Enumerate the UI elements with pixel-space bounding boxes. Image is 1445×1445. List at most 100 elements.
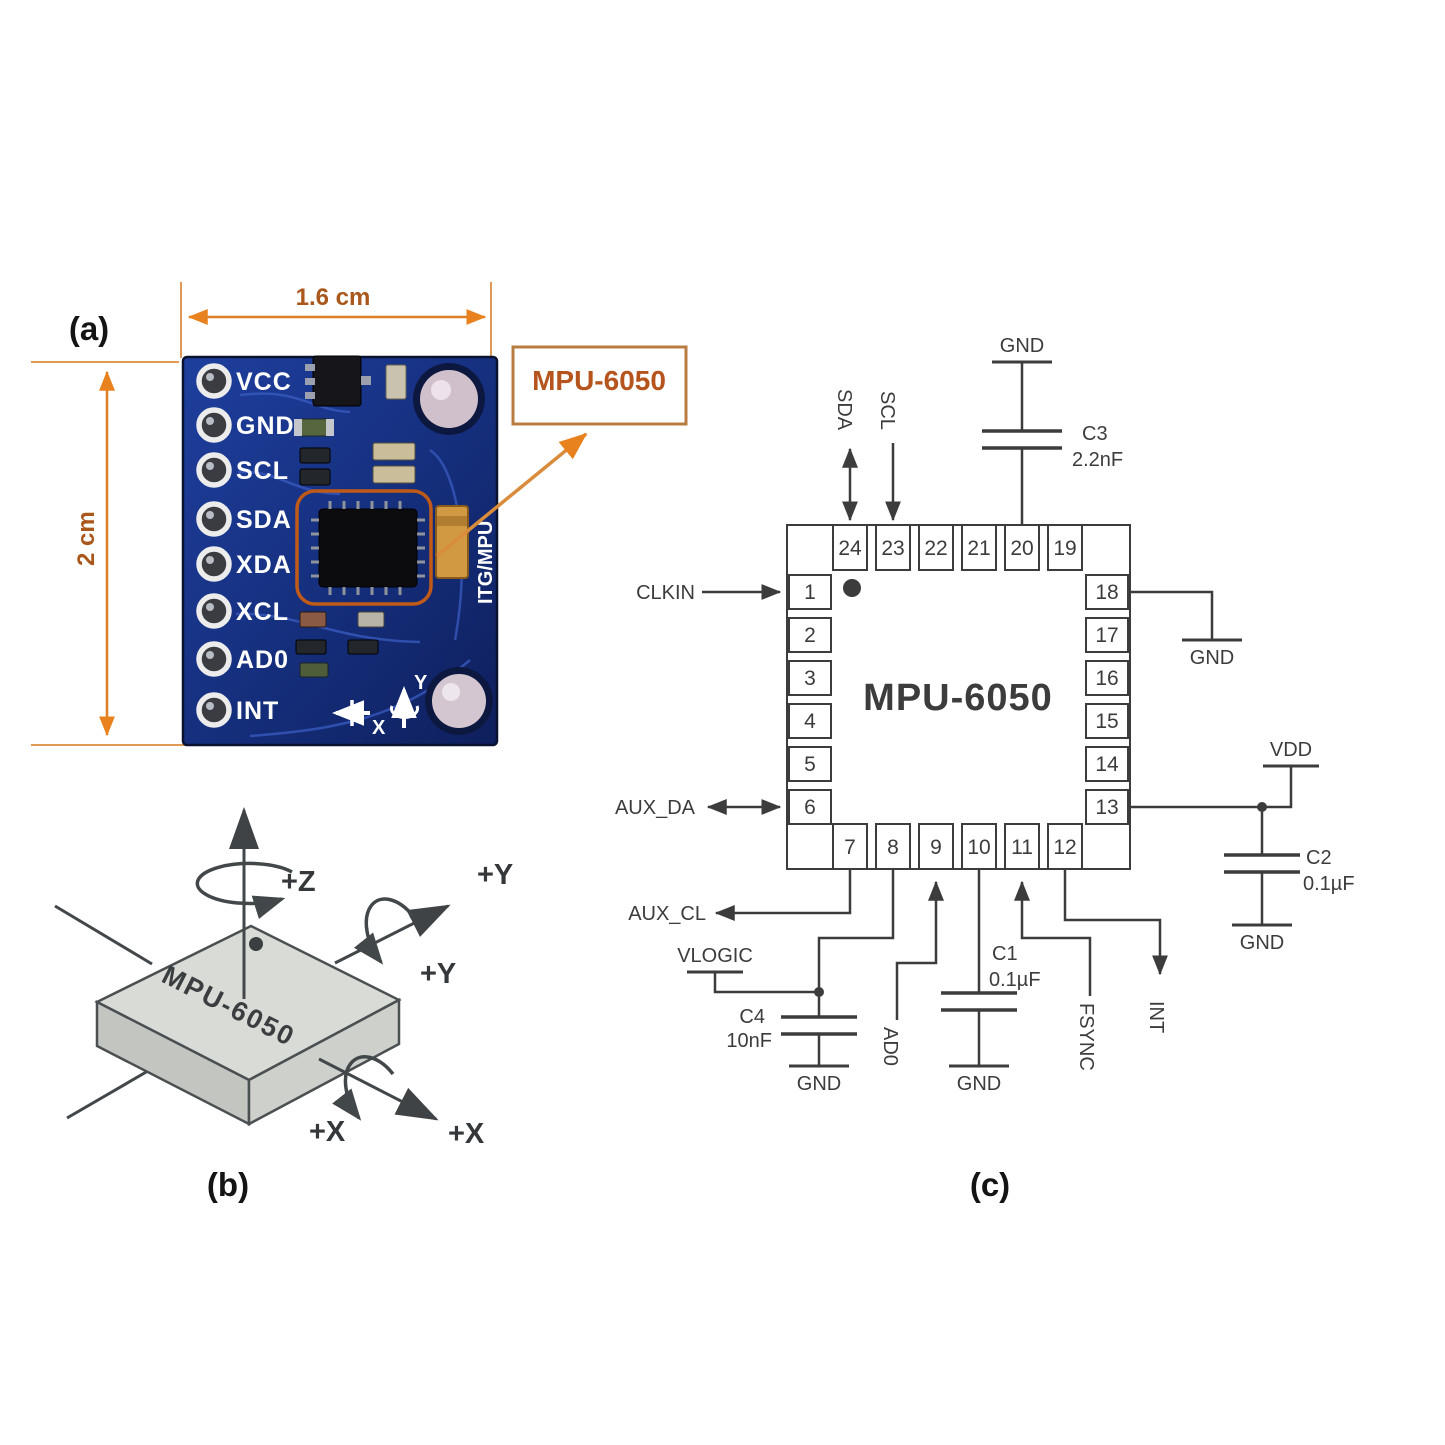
pin-number: 8 xyxy=(887,836,899,859)
pcb-component xyxy=(372,465,416,484)
pcb-component xyxy=(299,447,331,464)
pin-box-4 xyxy=(788,703,832,739)
pin-number: 4 xyxy=(804,710,816,733)
capacitor-stripe xyxy=(436,516,468,526)
pin-number: 13 xyxy=(1095,796,1118,819)
net-c1: GND C1 0.1µF xyxy=(941,869,1041,1095)
pcb-component xyxy=(361,376,371,385)
pin-box-16 xyxy=(1085,660,1129,696)
pin-number: 1 xyxy=(804,581,816,604)
x-axis-back-line xyxy=(54,904,153,966)
gnd-label: GND xyxy=(1240,932,1284,954)
pins-right: 18 17 16 15 14 13 xyxy=(1085,574,1129,825)
mounting-hole-bottom xyxy=(425,667,493,735)
c4-value: 10nF xyxy=(726,1030,772,1052)
ad0-label: AD0 xyxy=(879,1027,901,1066)
hole-plating xyxy=(432,674,486,728)
c4-ref: C4 xyxy=(739,1006,765,1028)
x-rotation-ring xyxy=(332,1055,395,1121)
board-pin-label: XCL xyxy=(236,598,289,626)
dimension-width: 1.6 cm xyxy=(180,282,492,358)
pcb-component xyxy=(299,468,331,486)
pin1-indicator-dot xyxy=(843,579,861,597)
mpu-chip-photo xyxy=(295,489,433,606)
voltage-regulator xyxy=(312,355,362,407)
net-int: INT xyxy=(1063,869,1169,1033)
pin-number: 11 xyxy=(1011,836,1033,859)
pcb-component xyxy=(305,364,315,371)
pin-number: 12 xyxy=(1053,836,1076,859)
height-dimension-text: 2 cm xyxy=(73,511,100,566)
pin-hole xyxy=(196,692,232,728)
pin-box-23 xyxy=(875,524,911,571)
sda-label: SDA xyxy=(833,389,855,431)
y-rotation-ring xyxy=(353,897,415,965)
clkin-label: CLKIN xyxy=(636,582,695,604)
pcb-component xyxy=(372,442,416,461)
pin-number: 10 xyxy=(967,836,990,859)
net-pin18-gnd: GND xyxy=(1130,590,1242,669)
pin-box-18 xyxy=(1085,574,1129,610)
callout-arrow xyxy=(435,432,588,558)
pcb-component xyxy=(294,419,302,436)
pin-hole xyxy=(196,501,232,537)
aux-cl-arrow xyxy=(714,869,852,922)
c3-ref: C3 xyxy=(1082,423,1108,445)
gnd-label: GND xyxy=(797,1073,841,1095)
panel-b: MPU-6050 +Z +Y +Y +X +X (b) xyxy=(54,807,513,1203)
pcb-component xyxy=(326,419,334,436)
pin-number: 17 xyxy=(1095,624,1118,647)
mounting-hole-top xyxy=(413,363,485,435)
net-aux-cl: AUX_CL xyxy=(628,869,852,925)
pcb-trace xyxy=(239,392,351,414)
panel-c: MPU-6050 24 23 22 21 20 19 1 2 xyxy=(615,335,1355,1203)
pin-box-24 xyxy=(832,524,868,571)
board-pin-labels: VCC GND SCL SDA XDA XCL AD0 INT xyxy=(236,368,294,725)
c3-value: 2.2nF xyxy=(1072,449,1123,471)
pin-number: 21 xyxy=(967,537,990,560)
chip-body xyxy=(318,508,418,588)
pin-box-21 xyxy=(961,524,997,571)
pin-box-17 xyxy=(1085,617,1129,653)
board-pin-holes xyxy=(196,363,232,728)
pin-number: 7 xyxy=(844,836,856,859)
y-axis-back-line xyxy=(66,1062,161,1120)
board-pin-label: SCL xyxy=(236,457,289,485)
y-axis-label: Y xyxy=(414,672,428,694)
y-axis-far-label: +Y xyxy=(477,859,513,891)
pin-hole xyxy=(196,363,232,399)
wire xyxy=(713,972,819,994)
panel-c-label: (c) xyxy=(970,1166,1010,1203)
chip-callout: MPU-6050 xyxy=(435,345,688,558)
chip-corner-dot xyxy=(249,937,263,951)
chip-highlight-box xyxy=(295,489,433,606)
gnd-label: GND xyxy=(957,1073,1001,1095)
c2-ref: C2 xyxy=(1306,847,1332,869)
pin-box-14 xyxy=(1085,746,1129,782)
aux-cl-label: AUX_CL xyxy=(628,903,706,925)
chip-pins xyxy=(311,501,425,595)
pin-number: 23 xyxy=(881,537,904,560)
pcb-component xyxy=(299,662,329,678)
fsync-label: FSYNC xyxy=(1075,1003,1097,1071)
vlogic-label: VLOGIC xyxy=(677,945,753,967)
net-sda: SDA xyxy=(833,389,859,522)
pin-number: 14 xyxy=(1095,753,1119,776)
pins-bottom: 7 8 9 10 11 12 xyxy=(832,823,1083,870)
net-vdd-c2: VDD GND C2 0.1µF xyxy=(1130,739,1355,954)
x-axis-far-label: +X xyxy=(448,1118,485,1150)
vdd-label: VDD xyxy=(1270,739,1312,761)
pin-box-15 xyxy=(1085,703,1129,739)
schematic-chip-outline xyxy=(786,524,1131,870)
board-pin-label: XDA xyxy=(236,551,292,579)
pin-box-2 xyxy=(788,617,832,653)
board-axis-silkscreen: Y X xyxy=(332,672,428,739)
net-scl: SCL xyxy=(876,391,902,522)
pcb-component xyxy=(299,611,327,628)
pin-number: 24 xyxy=(838,537,862,560)
scl-label: SCL xyxy=(876,391,898,430)
board-pin-label: SDA xyxy=(236,506,292,534)
x-axis-near-label: +X xyxy=(309,1116,346,1148)
pin-box-22 xyxy=(918,524,954,571)
